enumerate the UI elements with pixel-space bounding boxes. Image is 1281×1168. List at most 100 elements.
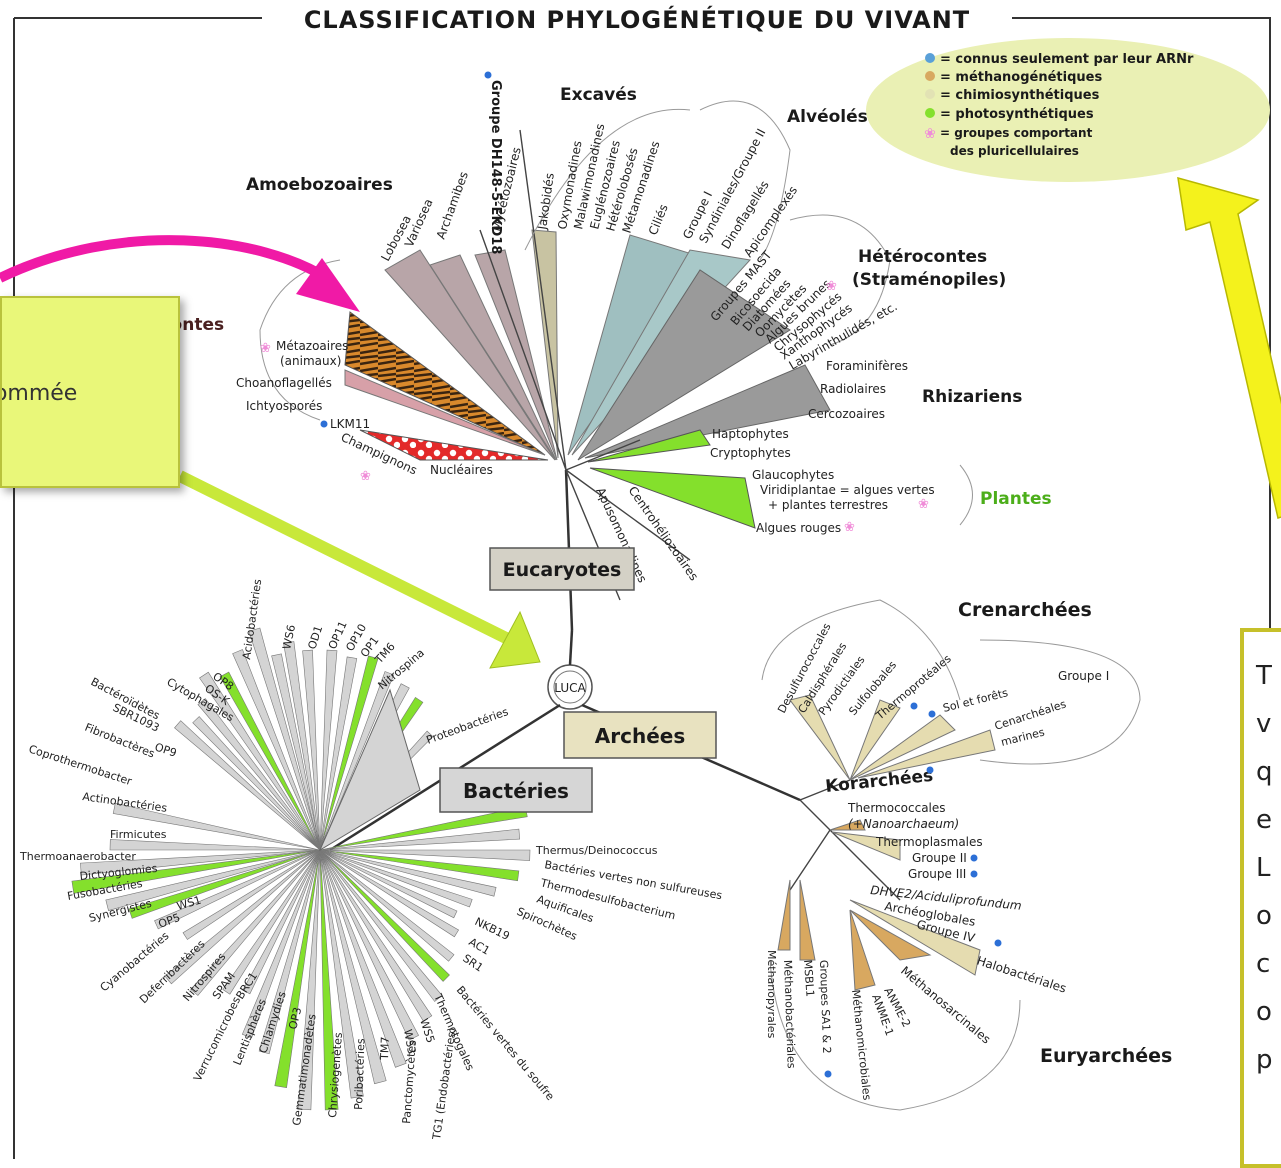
multi-icon-rouges: ❀ [844,520,855,535]
bacteria-wedge [319,828,521,851]
note-right-line-2: v [1256,709,1272,739]
note-right-line-1: T [1256,661,1272,691]
taxon-methanopyrales: Méthanopyrales [765,950,778,1039]
legend-swatch-methano [925,71,935,81]
wedge-metazoaires [344,311,546,456]
legend-item-multi: = groupes comportant [940,126,1093,140]
wedge-methanobacteriales [799,879,816,961]
bacteria-wedge [182,849,321,940]
note-right-line-3: q [1256,757,1273,787]
wedge-lobosea [384,249,556,461]
legend-swatch-chemo [925,89,935,99]
bacteria-wedge [109,839,321,851]
wedge-sulfolobales [849,699,901,781]
domain-archees: Archées [595,724,685,748]
label-crenarchees: Crenarchées [958,599,1092,621]
taxon-ws3: WS3 [401,1028,418,1055]
taxon-groupe-i-arch: Groupe I [1058,669,1109,683]
bacteria-wedge [319,849,458,919]
wedge-haptophytes [587,429,711,463]
label-rhizariens: Rhizariens [922,387,1022,407]
bacteria-wedge [319,849,443,1002]
wedge-halobacteriales [849,899,981,976]
domain-bacteries: Bactéries [463,779,569,803]
bacteria-wedge [248,627,321,851]
bacteria-wedge [232,649,321,851]
taxon-plantes-terrestres: + plantes terrestres [768,498,888,512]
multi-icon-champignons: ❀ [360,469,371,484]
taxon-chrysiogenetes: Chrysiogenètes [326,1032,345,1118]
taxon-od1: OD1 [305,624,325,651]
bacteria-wedge [105,849,321,911]
taxon-halobacteriales: Halobactériales [975,954,1068,996]
taxon-nucleaires: Nucléaires [430,463,493,477]
wedge-thermoplasmales [831,831,901,861]
yellow-arrow [1177,176,1281,519]
taxon-jakobides: Jakobidés [535,172,557,231]
taxon-methanosarcinales: Méthanosarcinales [898,964,993,1047]
note-right: T v q e L o c o p [1240,628,1281,1168]
taxon-op3: OP3 [286,1006,304,1031]
bacteria-wedge [241,849,321,1039]
bacteria-wedge [80,849,321,876]
wedge-champignons [359,429,549,461]
bacteria-wedge [222,849,321,995]
bacteria-wedge [319,655,379,851]
bacteria-wedge [319,849,497,897]
bacteria-wedge [258,849,321,1055]
bacteria-wedge [199,671,321,851]
taxon-groupe-ii: Groupe II [912,851,967,865]
wedge-desulfurococcales [789,694,851,781]
legend-item-methano: = méthanogénétiques [940,70,1102,85]
wedge-variosea [429,254,557,461]
taxon-groupe-iii: Groupe III [908,867,966,881]
taxon-cilies: Ciliés [646,202,671,237]
bacteria-wedge [319,849,364,1099]
taxon-msbl1: MSBL1 [801,959,817,997]
taxon-radiolaires: Radiolaires [820,382,886,396]
wedge-choano [344,369,546,456]
taxon-proteobacteries: Proteobactéries [425,705,511,747]
taxon-poribacteries: Poribactéries [352,1038,367,1110]
taxon-thermoplasmales: Thermoplasmales [875,835,983,849]
taxon-thermus: Thermus/Deinococcus [535,844,658,857]
bacteria-wedge [302,649,321,851]
note-right-line-4: e [1256,805,1272,835]
wedge-rhizariens [584,364,831,459]
taxon-animaux: (animaux) [280,354,341,368]
taxon-ws5: WS5 [417,1017,437,1045]
taxon-op5: OP5 [157,911,182,931]
bacteria-wedge [319,849,407,1068]
lime-arrow [177,470,513,646]
bacteria-wedge [197,698,321,851]
taxon-ws6: WS6 [280,624,298,651]
bacteria-wedge [319,656,358,851]
bacteria-wedge [274,849,321,1089]
taxon-op9: OP9 [153,740,178,759]
note-left: nts nommée [0,296,180,488]
legend-item-photo: = photosynthétiques [940,107,1094,122]
label-plantes: Plantes [980,489,1052,509]
bacteria-wedge [128,849,321,919]
label-heterocontes: Hétérocontes [858,247,987,267]
wedge-viridiplantae [589,467,756,529]
bacteria-wedge [192,716,321,851]
multi-icon-brunes: ❀ [826,279,837,294]
taxon-bacteries-vertes-soufre: Bactéries vertes du soufre [454,984,557,1104]
bacteria-wedge [71,849,321,894]
taxon-foraminiferes: Foraminifères [826,359,908,373]
label-amoebozoaires: Amoebozoaires [246,175,393,195]
bacteria-wedge [319,671,395,851]
taxon-thermoanaerobacter: Thermoanaerobacter [19,850,136,863]
taxon-algues-rouges: Algues rouges [756,521,841,535]
taxon-dh148: Groupe DH148-5-EKD18 [488,80,503,254]
bacteria-wedge [319,849,455,962]
taxon-cenarcheales: Cenarchéales [993,697,1068,732]
lime-arrowhead [489,610,541,669]
magenta-arrowhead [296,258,360,312]
label-stramenopiles: (Straménopiles) [852,270,1006,290]
taxon-sol-forets: Sol et forêts [942,686,1010,715]
bacteria-wedge [271,653,321,851]
taxon-cercozoaires: Cercozoaires [808,407,885,421]
wedge-methanopyrales [777,879,791,951]
